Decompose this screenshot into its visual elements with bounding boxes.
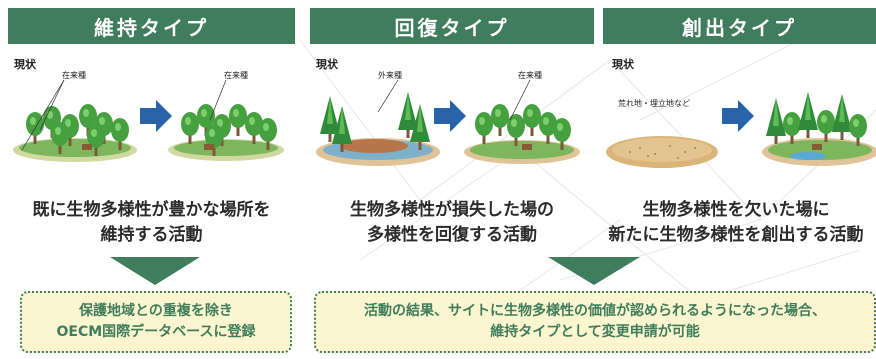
restored-forest-illustration (464, 79, 580, 164)
forest-illustration-1 (13, 79, 137, 162)
degraded-land-illustration (316, 79, 440, 166)
description-restoration: 生物多様性が損失した場の 多様性を回復する活動 (310, 198, 594, 248)
description-restoration-line-2: 多様性を回復する活動 (367, 225, 537, 245)
down-triangle-icon (548, 257, 640, 285)
description-creation-line-2: 新たに生物多様性を創出する活動 (608, 225, 864, 245)
current-state-label-3: 現状 (612, 58, 634, 71)
result-box-registration-line-2: OECM国際データベースに登録 (56, 324, 256, 340)
current-state-label-2: 現状 (316, 58, 338, 71)
description-maintenance-line-1: 既に生物多様性が豊かな場所を (32, 200, 271, 220)
down-triangle-icon (110, 257, 200, 285)
result-box-change-request: 活動の結果、サイトに生物多様性の価値が認められるようになった場合、 維持タイプと… (314, 291, 876, 353)
species-label-alien: 外来種 (378, 71, 402, 80)
result-box-change-request-line-2: 維持タイプとして変更申請が可能 (490, 324, 700, 340)
arrow-right-icon (434, 100, 466, 132)
result-box-registration-line-1: 保護地域との重複を除き (79, 303, 233, 319)
description-restoration-line-1: 生物多様性が損失した場の (350, 200, 554, 220)
forest-illustration-2 (168, 79, 284, 161)
wasteland-label: 荒れ地・埋立地など (618, 99, 690, 108)
species-label-native-2: 在来種 (224, 71, 248, 80)
illustrations (13, 79, 876, 168)
arrow-right-icon (140, 100, 172, 132)
species-label-native-3: 在来種 (518, 71, 542, 80)
created-forest-illustration (762, 92, 876, 166)
wasteland-illustration (606, 136, 718, 168)
header-maintenance-type: 維持タイプ (8, 8, 295, 44)
result-box-change-request-line-1: 活動の結果、サイトに生物多様性の価値が認められるようになった場合、 (364, 303, 826, 319)
description-maintenance: 既に生物多様性が豊かな場所を 維持する活動 (8, 198, 295, 248)
header-creation-type: 創出タイプ (603, 8, 876, 44)
arrow-right-icon (722, 100, 754, 132)
description-maintenance-line-2: 維持する活動 (100, 225, 203, 245)
description-creation-line-1: 生物多様性を欠いた場に (642, 200, 830, 220)
description-creation: 生物多様性を欠いた場に 新たに生物多様性を創出する活動 (596, 198, 876, 248)
current-state-label-1: 現状 (14, 58, 36, 71)
result-box-registration: 保護地域との重複を除き OECM国際データベースに登録 (20, 291, 292, 353)
header-restoration-type: 回復タイプ (310, 8, 594, 44)
species-label-native-1: 在来種 (62, 71, 86, 80)
